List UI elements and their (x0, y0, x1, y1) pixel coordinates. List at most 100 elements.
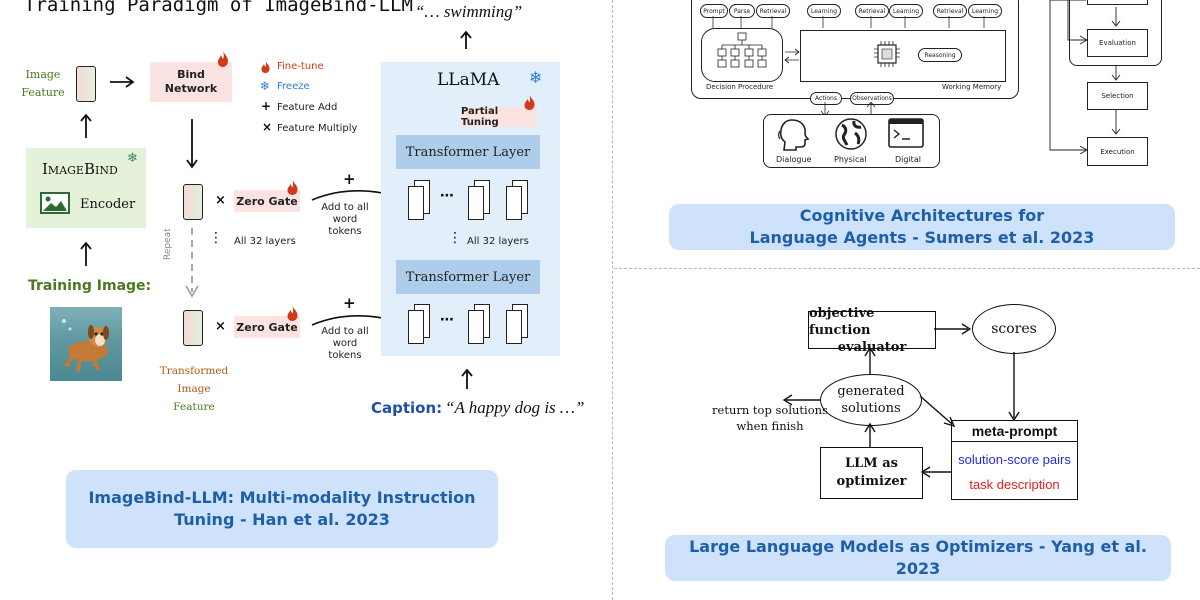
token-doc (506, 310, 522, 344)
all-32-layers-left: All 32 layers (234, 236, 296, 247)
objective-evaluator-box: objective function evaluator (808, 306, 936, 355)
node-parse: Parse (729, 4, 755, 18)
loop-line (1049, 0, 1088, 154)
node-prompt: Prompt (700, 4, 728, 18)
add-to-all-2-line2: word tokens (328, 338, 362, 361)
env-physical-label: Physical (834, 155, 867, 164)
image-feature-label-line1: Image (25, 68, 61, 81)
decision-procedure-label: Decision Procedure (706, 83, 774, 91)
imagebind-llm-caption: ImageBind-LLM: Multi-modality Instructio… (66, 470, 498, 548)
token-doc (468, 310, 484, 344)
down-arrow-icon (186, 119, 198, 169)
flow-evaluation: Evaluation (1087, 29, 1148, 57)
top-quote: “… swimming” (415, 2, 523, 21)
flow-selection: Selection (1087, 82, 1148, 110)
dialogue-icon (778, 119, 810, 151)
vertical-dots-left: ⋮ (209, 230, 223, 246)
node-learning: Learning (807, 4, 841, 18)
transformed-line3: Feature (173, 401, 215, 413)
dots: ⋯ (440, 312, 454, 328)
snowflake-icon: ❄ (260, 79, 271, 93)
image-feature-vector (76, 66, 96, 102)
add-to-all-2: Add to all word tokens (318, 326, 372, 362)
legend-add: Feature Add (277, 102, 338, 113)
projected-feature-1 (183, 184, 203, 220)
right-arrow-icon (110, 76, 135, 88)
env-digital-label: Digital (895, 155, 921, 164)
panel-title: Training Paradigm of ImageBind-LLM (24, 0, 413, 16)
bind-network-box: Bind Network (150, 62, 232, 102)
token-doc (408, 186, 424, 220)
node-arrows (712, 16, 985, 28)
snowflake-icon: ❄ (127, 151, 138, 166)
scores-node: scores (972, 304, 1056, 354)
encoder-label: Encoder (80, 197, 136, 212)
dots: ⋯ (440, 188, 454, 204)
caption-text: “A happy dog is …” (445, 398, 585, 417)
return-top-solutions: return top solutions when finish (712, 402, 828, 434)
observations-node: Observations (850, 92, 894, 105)
working-memory-box (800, 30, 1006, 82)
fire-icon (218, 51, 228, 67)
fire-icon (287, 180, 298, 195)
llm-optimizers-caption: Large Language Models as Optimizers - Ya… (665, 535, 1171, 581)
node-retrieval: Retrieval (756, 4, 790, 18)
imagebind-caption-line2: Tuning - Han et al. 2023 (174, 510, 390, 529)
flow-execution: Execution (1087, 137, 1148, 166)
reasoning-node: Reasoning (918, 48, 962, 62)
up-arrow-icon (460, 30, 472, 49)
caption-label: Caption: (371, 399, 443, 417)
zero-gate-2: Zero Gate (234, 316, 300, 338)
image-icon (40, 192, 70, 214)
imagebind-caption-line1: ImageBind-LLM: Multi-modality Instructio… (88, 488, 476, 507)
working-memory-label: Working Memory (942, 83, 1002, 91)
legend-multiply: Feature Multiply (277, 123, 358, 134)
cognitive-caption-line1: Cognitive Architectures for (799, 206, 1045, 225)
bind-network-line2: Network (164, 82, 218, 95)
image-feature-label-line2: Feature (21, 86, 65, 99)
transformer-layer-1: Transformer Layer (396, 135, 540, 169)
training-image (50, 307, 122, 381)
plus-symbol: + (261, 99, 272, 113)
llm-optimizer-box: LLM as optimizer (820, 447, 923, 499)
terminal-icon (888, 118, 924, 148)
generated-line2: solutions (841, 401, 901, 416)
multiply-symbol: × (262, 120, 273, 134)
transformer-layer-2: Transformer Layer (396, 260, 540, 294)
task-description: task description (969, 477, 1060, 492)
optimizer-arrows (782, 323, 1020, 478)
token-doc (468, 186, 484, 220)
flow-top-box (1087, 0, 1148, 5)
fire-icon (524, 95, 535, 110)
tree-icon (717, 32, 767, 68)
meta-prompt-title: meta-prompt (952, 421, 1077, 442)
repeat-label: Repeat (163, 228, 173, 260)
fire-icon (287, 306, 298, 321)
legend-freeze: Freeze (277, 81, 310, 92)
zero-gate-1: Zero Gate (234, 190, 300, 212)
imagebind-title: ImageBind (42, 160, 118, 178)
plus-symbol-2: + (343, 294, 356, 312)
add-to-all-1-line2: word tokens (328, 214, 362, 237)
imagebind-encoder-box: ImageBind ❄ Encoder (26, 148, 146, 228)
training-image-label: Training Image: (28, 278, 152, 294)
actions-node: Actions (810, 92, 842, 105)
llm-line2: optimizer (836, 474, 907, 489)
multiply-symbol-1: × (215, 193, 226, 208)
snowflake-icon: ❄ (529, 68, 543, 87)
plus-symbol-1: + (343, 170, 356, 188)
down-arrow-icon (1111, 7, 1121, 27)
legend-finetune: Fine-tune (277, 61, 324, 72)
objective-line2: evaluator (837, 339, 907, 355)
solution-score-pairs: solution-score pairs (958, 452, 1071, 467)
node-learning: Learning (968, 4, 1002, 18)
fire-icon (261, 61, 270, 73)
cognitive-architectures-caption: Cognitive Architectures for Language Age… (669, 204, 1175, 250)
return-line2: when finish (736, 419, 804, 433)
horizontal-divider (614, 268, 1200, 269)
down-arrow-icon (1111, 109, 1121, 135)
partial-tuning-box: Partial Tuning (461, 106, 537, 128)
multiply-symbol-2: × (215, 319, 226, 334)
repeat-dashed-arrow (185, 228, 199, 298)
transformed-line1: Transformed (159, 365, 229, 377)
